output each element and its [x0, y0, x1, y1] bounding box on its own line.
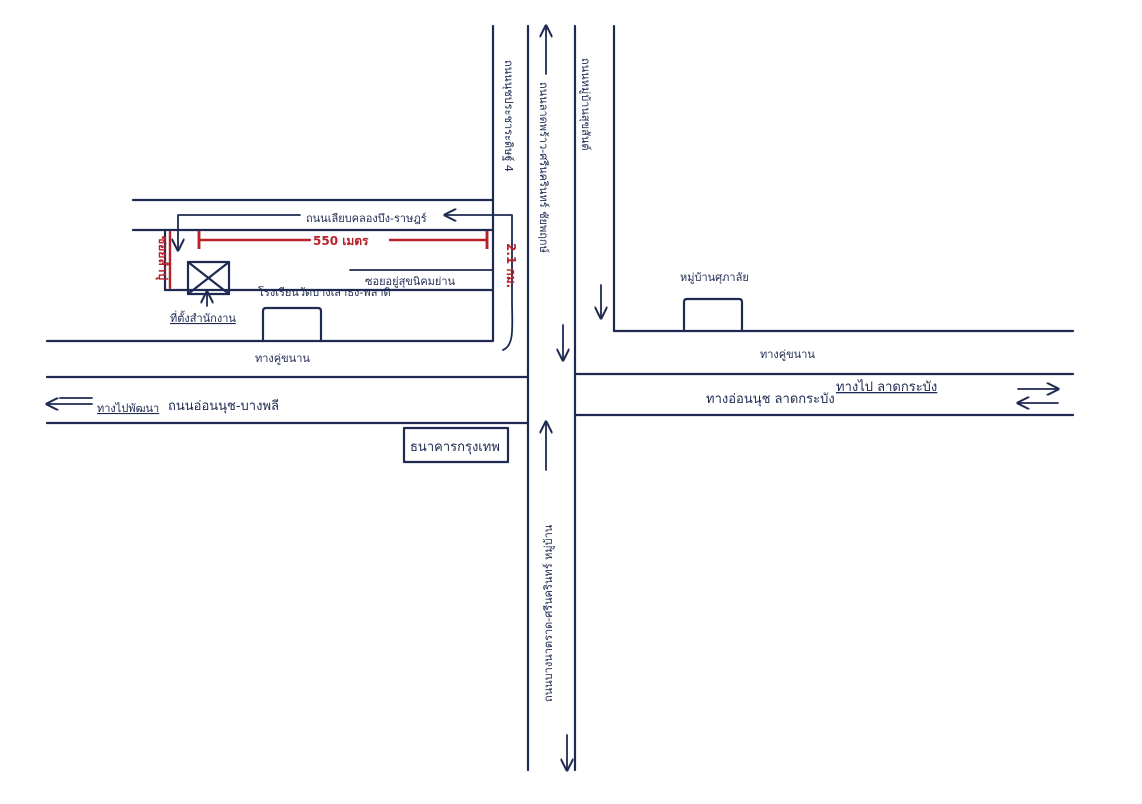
distance-550-label: 550 เมตร [313, 234, 369, 248]
lane-top-label: ถนนเลียบคลองบึง-ราษฎร์ [306, 212, 427, 225]
building-left-box [261, 306, 323, 343]
side-lane-label: ซอยลำปุ [155, 236, 170, 280]
main-road-right-label: ทางอ่อนนุช ลาดกระบัง [706, 392, 835, 407]
north-road-east-label: ถนนหมู่บ้านสุขสันต์ [579, 58, 592, 151]
distance-21km-label: 2.1 กม. [504, 243, 518, 288]
office-marker [186, 260, 231, 296]
lane-mid-label: ซอยอยู่สุขนิคมย่าน [365, 275, 456, 288]
main-road [45, 372, 1075, 425]
south-road-label: ถนนบางนาตราด-ศรีนครินทร์ หมู่บ้าน [542, 524, 555, 702]
north-road-right-label: ถนนลาดพร้าว-ศรีนครินทร์ ชัยพฤกษ์ [537, 82, 550, 253]
main-road-left-label: ถนนอ่อนนุช-บางพลี [168, 398, 279, 414]
frontage-right-label: ทางคู่ขนาน [760, 348, 815, 361]
to-left-label: ทางไปพัฒนา [97, 402, 159, 415]
building-bottom-box [402, 426, 510, 464]
side-lane-block [131, 198, 495, 292]
frontage-road [45, 329, 1075, 343]
to-right-label: ทางไป ลาดกระบัง [836, 379, 937, 395]
building-right-label: หมู่บ้านศุภาลัย [680, 271, 749, 284]
frontage-left-label: ทางคู่ขนาน [255, 352, 310, 365]
vertical-road [491, 24, 616, 772]
building-right-box [682, 297, 744, 333]
north-road-left-label: ถนนนุชประชาระดิษฐ์ 4 [502, 60, 515, 172]
distance-markers [168, 230, 489, 290]
building-bottom-label: ธนาคารกรุงเทพ [410, 440, 500, 455]
route-arrows [47, 26, 1058, 770]
office-label: ที่ตั้งสำนักงาน [170, 310, 236, 325]
building-left-label: โรงเรียนวัดบางเสาธง-พลาดิ [258, 285, 391, 299]
